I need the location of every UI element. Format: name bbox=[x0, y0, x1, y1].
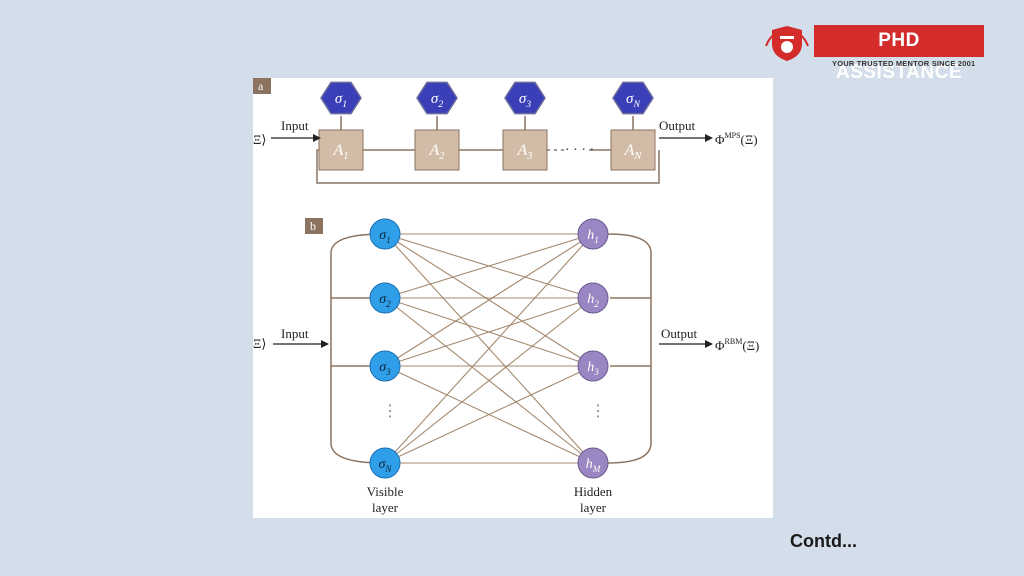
hidden-feeds bbox=[610, 297, 651, 367]
visible-node bbox=[369, 447, 401, 479]
visible-bracket bbox=[330, 233, 384, 464]
spin-hexagons: σ1 σ2 σ3 σN bbox=[320, 81, 654, 115]
panel-a-input-arrowhead bbox=[313, 134, 321, 142]
panel-b-output-label: Output bbox=[661, 326, 698, 341]
panel-b-output-argument: (Ξ) bbox=[742, 338, 759, 353]
shield-emblem-icon bbox=[765, 26, 809, 61]
panel-b-output-symbol: Φ bbox=[715, 338, 725, 353]
panel-a-input-symbol: Ξ⟩ bbox=[253, 132, 266, 147]
diagram-svg: a σ1 σ2 σ3 σN A1 A2 A3 AN · · · · Ξ⟩ Input Out… bbox=[253, 78, 759, 515]
panel-b-input-arrowhead bbox=[321, 340, 329, 348]
spin-label: σN bbox=[626, 91, 640, 110]
visible-layer-line1: Visible bbox=[367, 484, 404, 499]
panel-a-output-superscript: MPS bbox=[725, 131, 741, 140]
tensor-box bbox=[318, 129, 364, 171]
tensor-boxes: A1 A2 A3 AN bbox=[318, 129, 656, 171]
spin-label: σ2 bbox=[431, 91, 443, 110]
tensor-box bbox=[502, 129, 548, 171]
visible-nodes: σ1 σ2 σ3 σN bbox=[369, 218, 401, 479]
hidden-node-label: h1 bbox=[587, 228, 599, 245]
rbm-edge bbox=[384, 297, 594, 464]
figure-panel: a σ1 σ2 σ3 σN A1 A2 A3 AN · · · · Ξ⟩ Input Out… bbox=[253, 78, 773, 518]
spin-hexagon bbox=[504, 81, 546, 115]
mps-bonds bbox=[316, 116, 660, 184]
visible-node-label: σN bbox=[379, 457, 393, 474]
hidden-node bbox=[577, 282, 609, 314]
brand-name: PHD ASSISTANCE bbox=[814, 25, 984, 83]
panel-b-input-label: Input bbox=[281, 326, 309, 341]
panel-b-label-box bbox=[305, 218, 323, 234]
hidden-ellipsis: ⋮ bbox=[590, 403, 606, 420]
tensor-box bbox=[610, 129, 656, 171]
visible-feeds bbox=[331, 297, 371, 367]
panel-b-output-superscript: RBM bbox=[725, 337, 743, 346]
brand-tagline: YOUR TRUSTED MENTOR SINCE 2001 bbox=[832, 59, 976, 68]
panel-b-output: ΦRBM(Ξ) bbox=[715, 337, 759, 353]
hidden-bracket bbox=[607, 233, 652, 464]
panel-a-output-arrowhead bbox=[705, 134, 713, 142]
panel-a-output-symbol: Φ bbox=[715, 132, 725, 147]
visible-node-label: σ2 bbox=[379, 292, 391, 309]
spin-hexagon bbox=[612, 81, 654, 115]
hidden-layer-line1: Hidden bbox=[574, 484, 613, 499]
hidden-node-label: h2 bbox=[587, 292, 599, 309]
rbm-edge bbox=[384, 233, 594, 299]
visible-node bbox=[369, 282, 401, 314]
visible-node-label: σ3 bbox=[379, 360, 391, 377]
hidden-node bbox=[577, 218, 609, 250]
hidden-node bbox=[577, 447, 609, 479]
tensor-label: A1 bbox=[333, 142, 349, 162]
rbm-edge bbox=[384, 233, 594, 367]
panel-a-output-argument: (Ξ) bbox=[741, 132, 758, 147]
panel-b-output-arrowhead bbox=[705, 340, 713, 348]
rbm-connections bbox=[384, 233, 594, 464]
rbm-edge bbox=[384, 365, 594, 464]
hidden-nodes: h1 h2 h3 hM bbox=[577, 218, 609, 479]
mps-ellipsis: · · · · bbox=[565, 143, 594, 158]
hidden-node bbox=[577, 350, 609, 382]
panel-b-input-symbol: Ξ⟩ bbox=[253, 336, 266, 351]
visible-node-label: σ1 bbox=[379, 228, 390, 245]
rbm-edge bbox=[384, 297, 594, 367]
visible-ellipsis: ⋮ bbox=[382, 403, 398, 420]
visible-layer-line2: layer bbox=[372, 500, 399, 515]
panel-a-output-label: Output bbox=[659, 118, 696, 133]
spin-hexagon bbox=[416, 81, 458, 115]
contd-text: Contd... bbox=[790, 531, 857, 551]
tensor-label: AN bbox=[624, 142, 643, 162]
panel-b-label: b bbox=[310, 219, 316, 233]
hidden-node-label: h3 bbox=[587, 360, 599, 377]
panel-a-label-box bbox=[253, 78, 271, 94]
hidden-layer-line2: layer bbox=[580, 500, 607, 515]
tensor-box bbox=[414, 129, 460, 171]
panel-a-input-label: Input bbox=[281, 118, 309, 133]
brand-logo: PHD ASSISTANCE YOUR TRUSTED MENTOR SINCE… bbox=[762, 22, 986, 83]
rbm-edge bbox=[384, 233, 594, 464]
visible-node bbox=[369, 350, 401, 382]
hidden-node-label: hM bbox=[586, 457, 601, 474]
spin-hexagon bbox=[320, 81, 362, 115]
panel-a-output: ΦMPS(Ξ) bbox=[715, 131, 758, 147]
spin-label: σ1 bbox=[335, 91, 347, 110]
spin-label: σ3 bbox=[519, 91, 531, 110]
visible-node bbox=[369, 218, 401, 250]
tensor-label: A2 bbox=[429, 142, 445, 162]
panel-a-label: a bbox=[258, 79, 264, 93]
tensor-label: A3 bbox=[517, 142, 533, 162]
